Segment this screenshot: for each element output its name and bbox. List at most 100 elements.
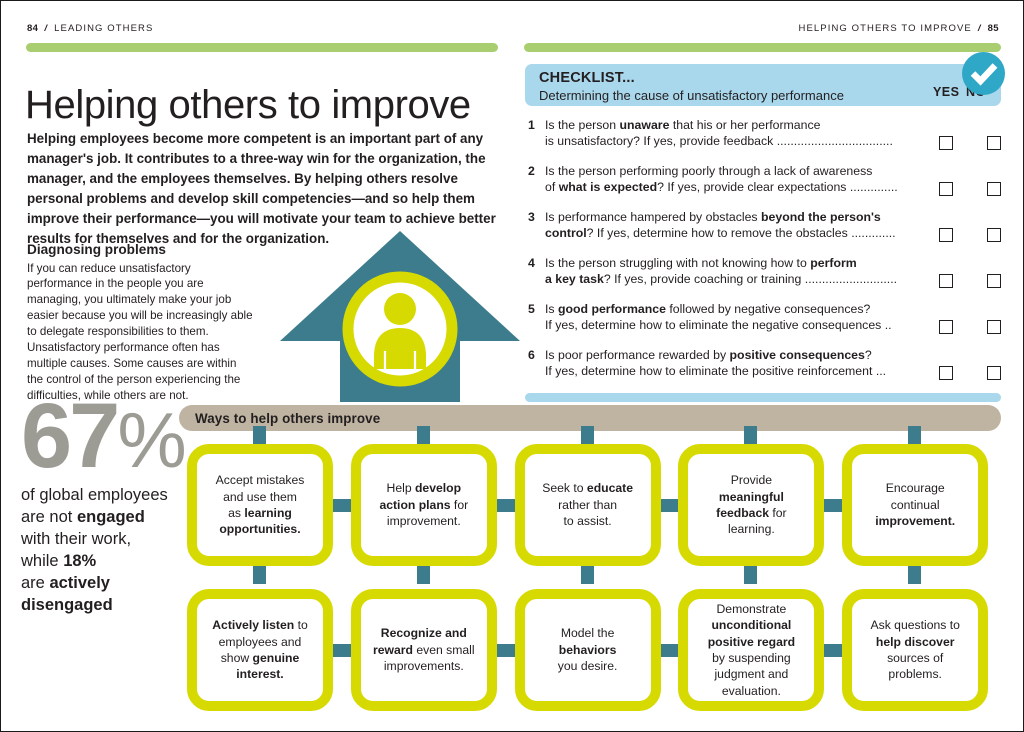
checklist-row: 1 Is the person unaware that his or her p… bbox=[525, 117, 1001, 151]
checklist-answer-boxes bbox=[939, 182, 1001, 197]
checklist-checkbox-no[interactable] bbox=[987, 366, 1001, 380]
flow-connector-horizontal bbox=[333, 644, 351, 657]
flow-connector-vertical-top bbox=[744, 426, 758, 444]
statistic-caption-line3: with their work, bbox=[21, 530, 132, 549]
intro-paragraph: Helping employees become more competent … bbox=[27, 131, 496, 246]
running-head-left: 84/LEADING OTHERS bbox=[27, 23, 153, 34]
checkmark-badge-icon bbox=[962, 52, 1005, 95]
checklist-title: CHECKLIST... bbox=[539, 70, 635, 86]
checklist-item-text: Is the person performing poorly through … bbox=[545, 164, 898, 195]
checklist-checkbox-yes[interactable] bbox=[939, 136, 953, 150]
flow-connector-horizontal bbox=[660, 644, 679, 657]
checklist-answer-boxes bbox=[939, 136, 1001, 151]
checklist-answer-boxes bbox=[939, 320, 1001, 335]
flow-connector-vertical-bottom bbox=[908, 566, 922, 584]
flow-connector-vertical-bottom bbox=[744, 566, 758, 584]
runhead-slash-left: / bbox=[44, 23, 49, 34]
flow-connector-vertical-top bbox=[416, 426, 430, 444]
statistic-caption-line1: of global employees bbox=[21, 486, 168, 505]
ways-to-help-banner-label: Ways to help others improve bbox=[195, 410, 381, 426]
checklist-checkbox-no[interactable] bbox=[987, 182, 1001, 196]
statistic-number: 67% bbox=[21, 390, 187, 482]
checklist-checkbox-no[interactable] bbox=[987, 228, 1001, 242]
checklist-checkbox-yes[interactable] bbox=[939, 366, 953, 380]
statistic-caption-line5b: actively bbox=[49, 574, 110, 593]
statistic-percent-sign: % bbox=[117, 396, 186, 484]
checklist-item-number: 5 bbox=[528, 302, 535, 316]
flow-connector-vertical-bottom bbox=[253, 566, 266, 584]
checklist-item-number: 3 bbox=[528, 210, 535, 224]
header-rule-right bbox=[524, 43, 1001, 52]
checklist-item-number: 2 bbox=[528, 164, 535, 178]
statistic-caption-line2a: are not bbox=[21, 508, 77, 527]
running-head-right: HELPING OTHERS TO IMPROVE/85 bbox=[799, 23, 1000, 34]
checklist-checkbox-yes[interactable] bbox=[939, 228, 953, 242]
runhead-label-left: LEADING OTHERS bbox=[54, 23, 154, 34]
checklist-checkbox-no[interactable] bbox=[987, 320, 1001, 334]
checklist-checkbox-yes[interactable] bbox=[939, 182, 953, 196]
checklist-yes-header: YES bbox=[933, 85, 960, 99]
checklist-row: 6 Is poor performance rewarded by positiv… bbox=[525, 347, 1001, 381]
checklist-answer-boxes bbox=[939, 274, 1001, 289]
checklist-checkbox-no[interactable] bbox=[987, 136, 1001, 150]
page-title: Helping others to improve bbox=[25, 82, 471, 127]
statistic-caption-line5a: are bbox=[21, 574, 50, 593]
person-in-circle-icon bbox=[342, 271, 458, 387]
flow-connector-vertical-top bbox=[253, 426, 266, 444]
header-rule-left bbox=[26, 43, 498, 52]
checklist-panel: CHECKLIST... Determining the cause of un… bbox=[525, 52, 1005, 402]
checklist-checkbox-yes[interactable] bbox=[939, 274, 953, 288]
flow-connector-horizontal bbox=[824, 499, 843, 512]
checklist-checkbox-no[interactable] bbox=[987, 274, 1001, 288]
checklist-checkbox-yes[interactable] bbox=[939, 320, 953, 334]
checklist-item-number: 1 bbox=[528, 118, 535, 132]
checklist-row: 2 Is the person performing poorly through… bbox=[525, 163, 1001, 197]
checklist-item-text: Is poor performance rewarded by positive… bbox=[545, 348, 887, 379]
checklist-item-text: Is the person unaware that his or her pe… bbox=[545, 118, 893, 149]
statistic-value: 67 bbox=[21, 385, 120, 487]
flow-connector-vertical-bottom bbox=[580, 566, 594, 584]
checklist-item-text: Is performance hampered by obstacles bey… bbox=[545, 210, 896, 241]
flow-connector-vertical-bottom bbox=[416, 566, 430, 584]
arrow-person-graphic bbox=[277, 229, 523, 404]
statistic-caption-line4b: 18% bbox=[63, 552, 97, 571]
checklist-item-number: 4 bbox=[528, 256, 535, 270]
statistic-caption-line6: disengaged bbox=[21, 596, 113, 615]
flow-connector-horizontal bbox=[824, 644, 843, 657]
diagnosing-body: If you can reduce unsatisfactory perform… bbox=[27, 261, 253, 402]
runhead-slash-right: / bbox=[977, 23, 982, 34]
checklist-answer-boxes bbox=[939, 366, 1001, 381]
statistic-block: 67% of global employees are not engaged … bbox=[21, 390, 187, 617]
runhead-label-right: HELPING OTHERS TO IMPROVE bbox=[798, 23, 972, 34]
flow-connector-horizontal bbox=[333, 499, 351, 512]
flow-connector-vertical-top bbox=[580, 426, 594, 444]
checklist-item-number: 6 bbox=[528, 348, 535, 362]
checklist-subtitle: Determining the cause of unsatisfactory … bbox=[539, 87, 844, 103]
